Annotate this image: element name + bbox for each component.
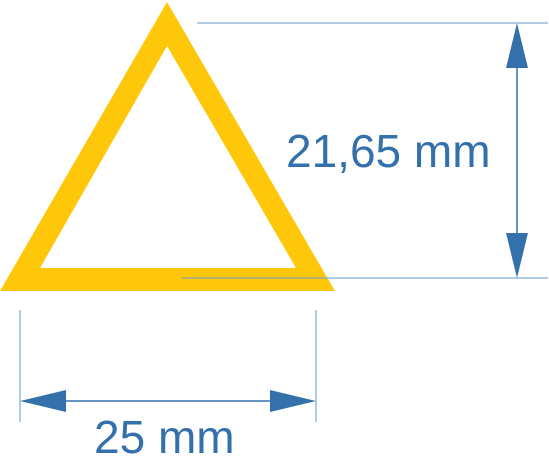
triangle-dimension-diagram [0, 2, 548, 422]
height-dimension-label: 21,65 mm [286, 125, 491, 177]
yellow-triangle-outline [0, 2, 335, 291]
width-arrow-left [20, 390, 66, 412]
width-arrow-right [270, 390, 316, 412]
height-arrow-down [506, 233, 528, 278]
width-dimension-label: 25 mm [94, 411, 235, 463]
height-arrow-up [506, 23, 528, 68]
